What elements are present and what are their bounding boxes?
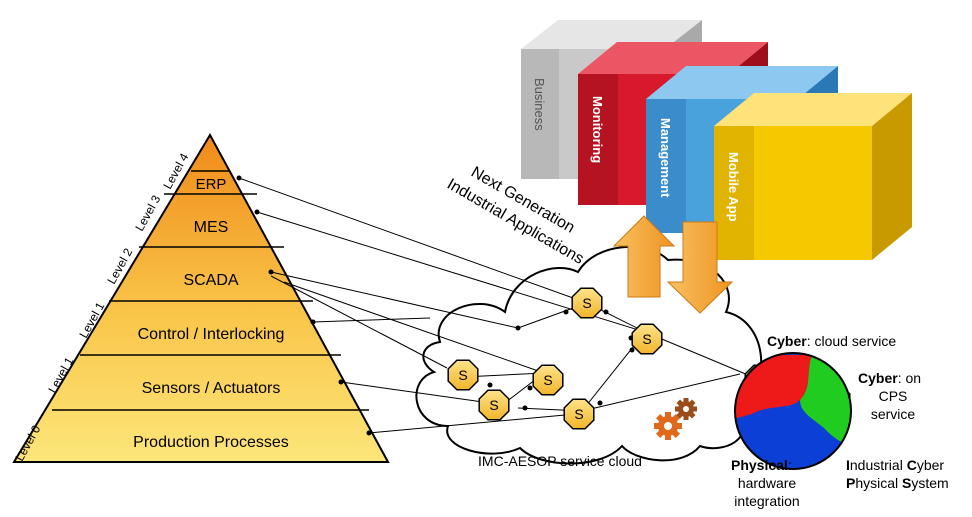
service-octagon-shape	[571, 287, 603, 319]
service-label: S	[582, 295, 591, 311]
physical-line3: integration	[734, 493, 799, 509]
cloud-service-6: S	[563, 398, 595, 430]
layer-mes: MES	[194, 219, 229, 236]
layer-erp: ERP	[196, 176, 227, 193]
app-box-mobile-app: Mobile App	[714, 93, 912, 260]
app-label-business: Business	[532, 78, 547, 131]
service-octagon-shape	[631, 323, 663, 355]
cyber-on-cps-line2: CPS	[879, 388, 908, 404]
automation-pyramid: ERP MES SCADA Control / Interlocking Sen…	[12, 132, 390, 463]
cloud-service-3: S	[447, 359, 479, 391]
down-arrow	[666, 221, 734, 314]
layer-sensors-actuators: Sensors / Actuators	[142, 380, 281, 397]
cloud-service-1: S	[571, 287, 603, 319]
service-octagon-shape	[563, 398, 595, 430]
service-octagon-shape	[532, 364, 564, 396]
cloud-service-5: S	[478, 389, 510, 421]
pyramid-body	[12, 132, 390, 463]
app-label-monitoring: Monitoring	[590, 96, 605, 163]
cloud-caption: IMC-AESOP service cloud	[478, 453, 642, 469]
service-label: S	[574, 406, 583, 422]
layer-control-interlocking: Control / Interlocking	[138, 326, 285, 343]
app-label-management: Management	[658, 118, 673, 198]
layer-scada: SCADA	[183, 272, 238, 289]
service-octagon-shape	[447, 359, 479, 391]
physical-line2: hardware	[738, 475, 797, 491]
cloud-service-4: S	[532, 364, 564, 396]
application-boxes: Business Monitoring Management Mobile Ap…	[521, 20, 912, 260]
service-label: S	[543, 372, 552, 388]
service-label: S	[489, 397, 498, 413]
cyber-on-cps-line3: service	[871, 406, 916, 422]
layer-production-processes: Production Processes	[133, 434, 289, 451]
service-label: S	[458, 367, 467, 383]
cyber-cloud-service-label: Cyber: cloud service	[767, 333, 896, 349]
icps-line1: Industrial Cyber	[846, 457, 944, 473]
app-label-mobile-app: Mobile App	[726, 152, 741, 222]
pyramid-dividers	[52, 170, 369, 411]
service-octagon-shape	[478, 389, 510, 421]
cyber-on-cps-label: Cyber: on	[858, 370, 921, 386]
service-label: S	[642, 331, 651, 347]
cps-globe	[734, 352, 852, 470]
up-arrow	[612, 215, 676, 298]
cloud-service-2: S	[631, 323, 663, 355]
icps-line2: Physical System	[846, 475, 949, 491]
physical-label: Physical:	[731, 457, 792, 473]
